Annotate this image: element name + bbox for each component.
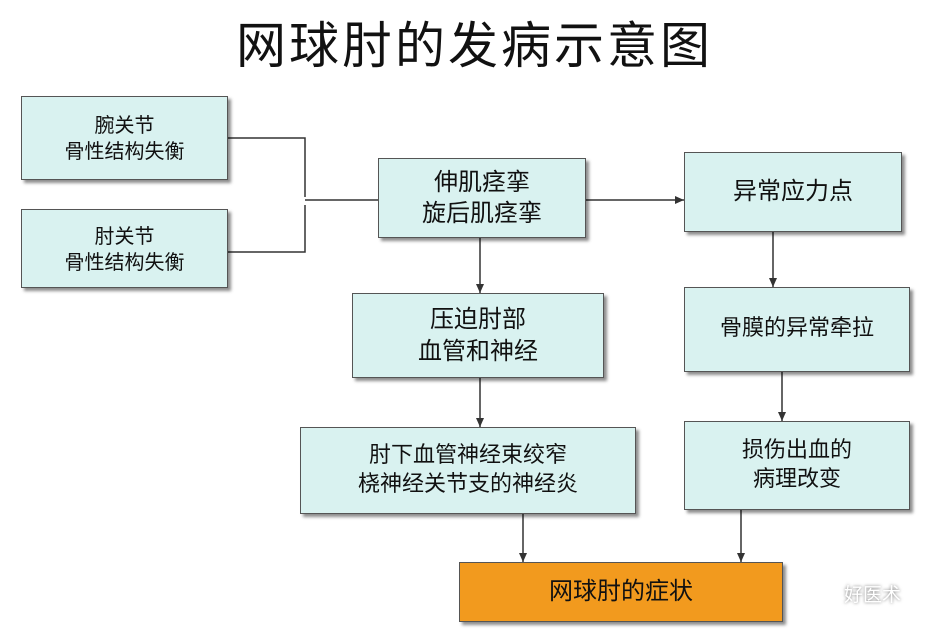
node-compress-line2: 血管和神经	[418, 336, 538, 365]
node-spasm-line2: 旋后肌痉挛	[422, 199, 542, 227]
connector-elbow	[228, 205, 306, 253]
node-spasm: 伸肌痉挛 旋后肌痉挛	[378, 158, 586, 238]
wechat-icon	[809, 583, 837, 603]
node-final: 网球肘的症状	[459, 562, 783, 622]
node-damage-line2: 病理改变	[752, 466, 841, 492]
node-periosteum: 骨膜的异常牵拉	[684, 287, 910, 372]
node-elbow: 肘关节 骨性结构失衡	[21, 209, 228, 288]
node-wrist-line2: 骨性结构失衡	[64, 139, 185, 163]
node-stress-line1: 异常应力点	[733, 177, 853, 206]
connector-wrist	[228, 137, 306, 197]
node-compress: 压迫肘部 血管和神经	[352, 293, 604, 378]
watermark: 好医术	[808, 580, 901, 607]
diagram-title: 网球肘的发病示意图	[236, 17, 713, 75]
node-elbow-line2: 骨性结构失衡	[64, 249, 185, 274]
node-wrist-line1: 腕关节	[94, 113, 155, 137]
node-neuritis-line1: 肘下血管神经束绞窄	[368, 442, 567, 468]
node-wrist: 腕关节 骨性结构失衡	[21, 96, 228, 180]
node-periosteum-line1: 骨膜的异常牵拉	[719, 316, 874, 342]
node-compress-line1: 压迫肘部	[430, 305, 526, 334]
node-neuritis-line2: 桡神经关节支的神经炎	[357, 471, 578, 497]
node-stress: 异常应力点	[684, 152, 902, 232]
node-damage-line1: 损伤出血的	[741, 437, 852, 463]
node-damage: 损伤出血的 病理改变	[684, 421, 910, 510]
watermark-text: 好医术	[844, 584, 902, 606]
node-final-line1: 网球肘的症状	[549, 577, 693, 606]
node-spasm-line1: 伸肌痉挛	[434, 167, 530, 196]
node-neuritis: 肘下血管神经束绞窄 桡神经关节支的神经炎	[300, 427, 636, 514]
node-elbow-line1: 肘关节	[94, 223, 155, 248]
